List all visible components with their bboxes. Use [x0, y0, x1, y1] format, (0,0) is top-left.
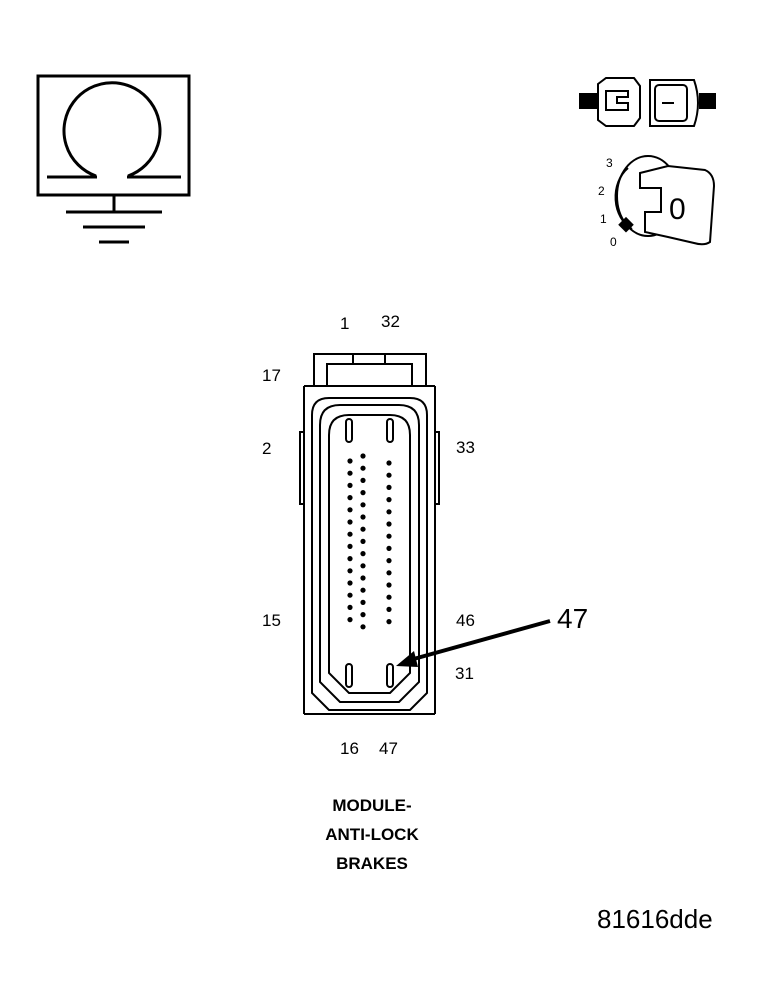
connector-pin-dot [386, 484, 392, 490]
connector-pin-dot [360, 526, 366, 532]
connector-pin-dot [347, 604, 353, 611]
connector-pin-dot [386, 497, 392, 503]
abs-module-connector [299, 353, 440, 715]
pin-label-17: 17 [262, 366, 281, 385]
connector-pin-dot [347, 458, 353, 464]
connector-pin-dot [386, 582, 392, 588]
connector-pin-dot [360, 624, 366, 630]
pin-label-46: 46 [456, 611, 475, 630]
connector-pin-dot [360, 587, 366, 593]
pin-label-16: 16 [340, 739, 359, 758]
ignition-key-icon [614, 155, 716, 246]
connector-pin-dot [360, 502, 366, 508]
connector-pin-dot [347, 556, 353, 562]
ignition-position-3: 3 [606, 156, 613, 170]
pin-label-15: 15 [262, 611, 281, 630]
connector-pin-dot [347, 592, 353, 598]
connector-pin-dot [386, 533, 392, 539]
pin-label-47: 47 [379, 739, 398, 758]
connector-pin-dot [347, 531, 353, 537]
callout-pin-47: 47 [557, 603, 589, 634]
ignition-position-1: 1 [600, 212, 607, 226]
connector-pin-grid [347, 453, 392, 630]
pin-label-33: 33 [456, 438, 475, 457]
connector-pin-dot [386, 570, 392, 576]
component-title-line-3: BRAKES [336, 854, 408, 873]
pin-label-1: 1 [340, 314, 350, 333]
pin-47-callout-arrow [396, 619, 551, 667]
connector-pin-dot [386, 521, 392, 527]
connector-pin-dot [386, 509, 392, 515]
connector-pin-dot [386, 594, 392, 600]
connector-pin-dot [347, 470, 353, 476]
connector-pin-dot [347, 482, 353, 488]
connector-pin-dot [360, 563, 366, 569]
ignition-position-2: 2 [598, 184, 605, 198]
component-title-line-2: ANTI-LOCK [325, 825, 419, 844]
ignition-key-position-digit: 0 [669, 193, 686, 226]
pin-label-2: 2 [262, 439, 272, 458]
figure-id: 81616dde [597, 904, 713, 934]
connector-pin-dot [386, 558, 392, 564]
connector-pin-dot [386, 619, 392, 625]
ignition-position-0: 0 [610, 235, 617, 249]
connector-pin-dot [360, 538, 366, 545]
connector-pin-dot [360, 612, 366, 618]
connector-pin-dot [347, 568, 353, 574]
pin-label-31: 31 [455, 664, 474, 683]
connector-pin-dot [347, 617, 353, 623]
connector-pin-dot [386, 545, 392, 552]
connector-pin-dot [386, 606, 392, 613]
connector-pin-dot [360, 453, 366, 459]
pin-label-32: 32 [381, 312, 400, 331]
disconnected-connector-icon [579, 77, 716, 127]
connector-pin-dot [360, 477, 366, 483]
connector-pin-dot [347, 543, 353, 550]
connector-pin-dot [347, 519, 353, 525]
ohm-meter-ground-icon [36, 74, 191, 244]
connector-pin-dot [347, 507, 353, 513]
connector-pin-dot [360, 575, 366, 581]
connector-pin-dot [360, 490, 366, 496]
connector-pin-dot [347, 580, 353, 586]
connector-pin-dot [386, 460, 392, 466]
connector-pin-dot [360, 551, 366, 557]
connector-pin-dot [360, 465, 366, 471]
component-title-line-1: MODULE- [332, 796, 412, 815]
connector-pin-dot [360, 599, 366, 606]
connector-pin-dot [386, 472, 392, 478]
connector-pin-dot [360, 514, 366, 520]
connector-pin-dot [347, 495, 353, 501]
